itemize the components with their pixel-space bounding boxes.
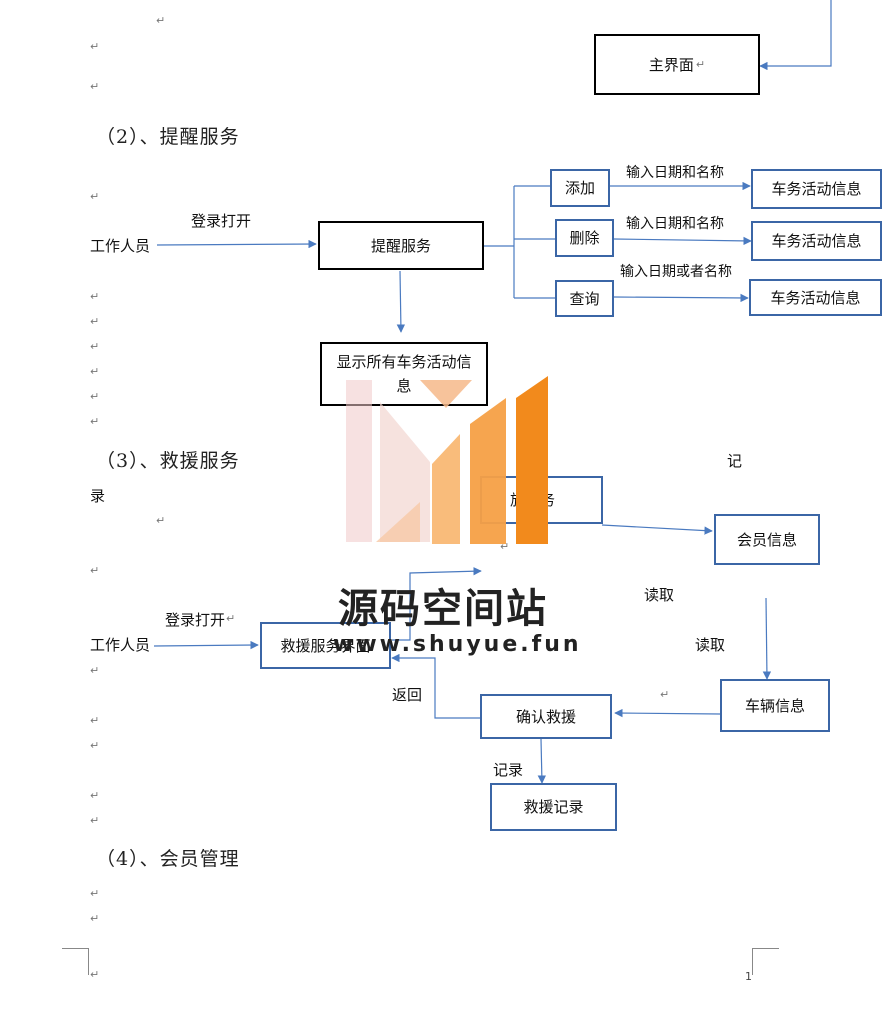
action-query-box: 查询 [555,280,614,317]
paragraph-mark: ↵ [156,14,166,27]
paragraph-mark: ↵ [695,57,706,71]
arrow-delete-to-info [613,236,752,246]
main-ui-box: 主界面↵ [594,34,760,95]
arrow-actor-to-reminder [156,239,317,249]
page-number: 1 [745,970,752,983]
watermark-title: 源码空间站 [338,586,548,632]
edge-label-query: 输入日期或者名称 [620,264,732,280]
paragraph-mark: ↵ [660,688,670,701]
paragraph-mark: ↵ [90,714,100,727]
arrow-query-to-info [613,293,749,303]
paragraph-mark: ↵ [90,390,100,403]
activity-info-label: 车务活动信息 [771,180,862,198]
note-lu: 录 [90,487,106,505]
activity-info-label: 车务活动信息 [771,232,862,250]
paragraph-mark: ↵ [90,739,100,752]
arrow-actor-to-rescue-ui [153,640,259,650]
action-add-label: 添加 [564,179,595,197]
paragraph-mark: ↵ [226,612,236,625]
confirm-rescue-box: 确认救援 [480,694,612,739]
activity-info-box-2: 车务活动信息 [751,221,882,261]
watermark-url: www.shuyue.fun [333,632,582,657]
arrow-to-main-ui [759,0,832,71]
arrow-reminder-to-display [396,270,406,333]
return-label: 返回 [392,686,423,704]
section-heading-reminder: （2）、提醒服务 [96,126,240,148]
activity-info-box-1: 车务活动信息 [751,169,882,209]
reminder-service-box: 提醒服务 [318,221,484,270]
arrow-service-to-member [601,524,713,535]
member-info-box: 会员信息 [714,514,820,565]
paragraph-mark: ↵ [90,340,100,353]
arrow-member-to-vehicle [762,597,772,680]
rescue-ui-box: 救援服务界面 [260,622,391,669]
watermark-logo [346,376,548,544]
rescue-ui-label: 救援服务界面 [280,636,371,655]
edge-label-delete: 输入日期和名称 [626,216,724,232]
read-label-2: 读取 [695,636,726,654]
record-label: 记录 [493,761,524,779]
action-delete-box: 删除 [555,219,614,257]
section-heading-member: （4）、会员管理 [96,848,240,870]
paragraph-mark: ↵ [90,814,100,827]
paragraph-mark: ↵ [90,887,100,900]
paragraph-mark: ↵ [90,315,100,328]
activity-info-box-3: 车务活动信息 [749,279,882,316]
page-corner-right [752,948,779,975]
paragraph-mark: ↵ [90,80,100,93]
paragraph-mark: ↵ [90,664,100,677]
actor-staff-reminder: 工作人员 [90,237,151,255]
rescue-record-box: 救援记录 [490,783,617,831]
arrow-confirm-return [391,653,480,719]
reminder-service-label: 提醒服务 [370,236,431,255]
page-corner-left [62,948,89,975]
action-add-box: 添加 [550,169,610,207]
edge-label-add: 输入日期和名称 [626,165,724,181]
action-query-label: 查询 [569,289,600,308]
arrow-ui-to-service [392,567,482,641]
paragraph-mark: ↵ [90,190,100,203]
paragraph-mark: ↵ [90,40,100,53]
section-heading-rescue: （3）、救援服务 [96,450,240,472]
arrow-confirm-to-record [537,738,547,784]
paragraph-mark: ↵ [156,514,166,527]
vehicle-info-box: 车辆信息 [720,679,830,732]
paragraph-mark: ↵ [90,290,100,303]
action-delete-label: 删除 [569,229,600,247]
actor-staff-rescue: 工作人员 [90,636,151,654]
rescue-record-label: 救援记录 [523,798,584,816]
read-label-1: 读取 [644,586,675,604]
paragraph-mark: ↵ [90,365,100,378]
confirm-rescue-label: 确认救援 [515,707,576,726]
paragraph-mark: ↵ [90,912,100,925]
paragraph-mark: ↵ [90,415,100,428]
vehicle-info-label: 车辆信息 [744,696,805,715]
main-ui-label: 主界面 [648,55,694,74]
member-info-label: 会员信息 [736,530,797,549]
display-all-label: 显示所有车务活动信息 [336,353,472,395]
paragraph-mark: ↵ [90,968,100,981]
activity-info-label: 车务活动信息 [770,288,861,307]
login-label-reminder: 登录打开 [191,212,252,230]
note-ji: 记 [727,452,743,470]
login-label-rescue: 登录打开 [165,611,226,629]
paragraph-mark: ↵ [500,540,510,553]
paragraph-mark: ↵ [90,789,100,802]
arrow-vehicle-to-confirm [614,708,721,718]
paragraph-mark: ↵ [90,564,100,577]
